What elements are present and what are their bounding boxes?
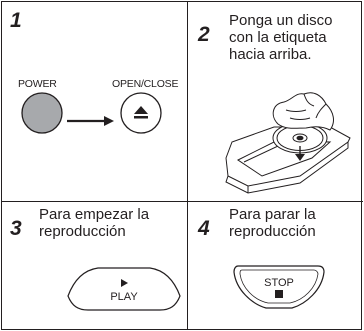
play-triangle-icon bbox=[121, 279, 128, 287]
open-close-button[interactable] bbox=[120, 92, 162, 134]
arrow-right-icon bbox=[67, 116, 114, 126]
grid-divider-vertical bbox=[187, 1, 188, 330]
stop-button[interactable]: STOP bbox=[233, 265, 325, 309]
disc-tray-illustration bbox=[225, 92, 351, 194]
grid-divider-horizontal bbox=[1, 201, 363, 202]
step-3-number: 3 bbox=[10, 217, 22, 240]
stop-square-icon bbox=[275, 290, 283, 298]
step-2-text: Ponga un disco con la etiqueta hacia arr… bbox=[229, 12, 333, 63]
step-3-text: Para empezar la reproducción bbox=[39, 206, 150, 240]
power-button[interactable] bbox=[21, 92, 63, 134]
step-1-number: 1 bbox=[10, 9, 22, 32]
play-button[interactable]: PLAY bbox=[67, 267, 181, 311]
stop-label: STOP bbox=[264, 277, 294, 289]
play-label: PLAY bbox=[110, 291, 138, 303]
step-4-number: 4 bbox=[198, 217, 210, 240]
step-4-text: Para parar la reproducción bbox=[229, 206, 316, 240]
open-close-label: OPEN/CLOSE bbox=[112, 78, 179, 90]
power-label: POWER bbox=[18, 78, 57, 90]
step-2-number: 2 bbox=[198, 23, 210, 46]
eject-icon bbox=[134, 106, 148, 119]
